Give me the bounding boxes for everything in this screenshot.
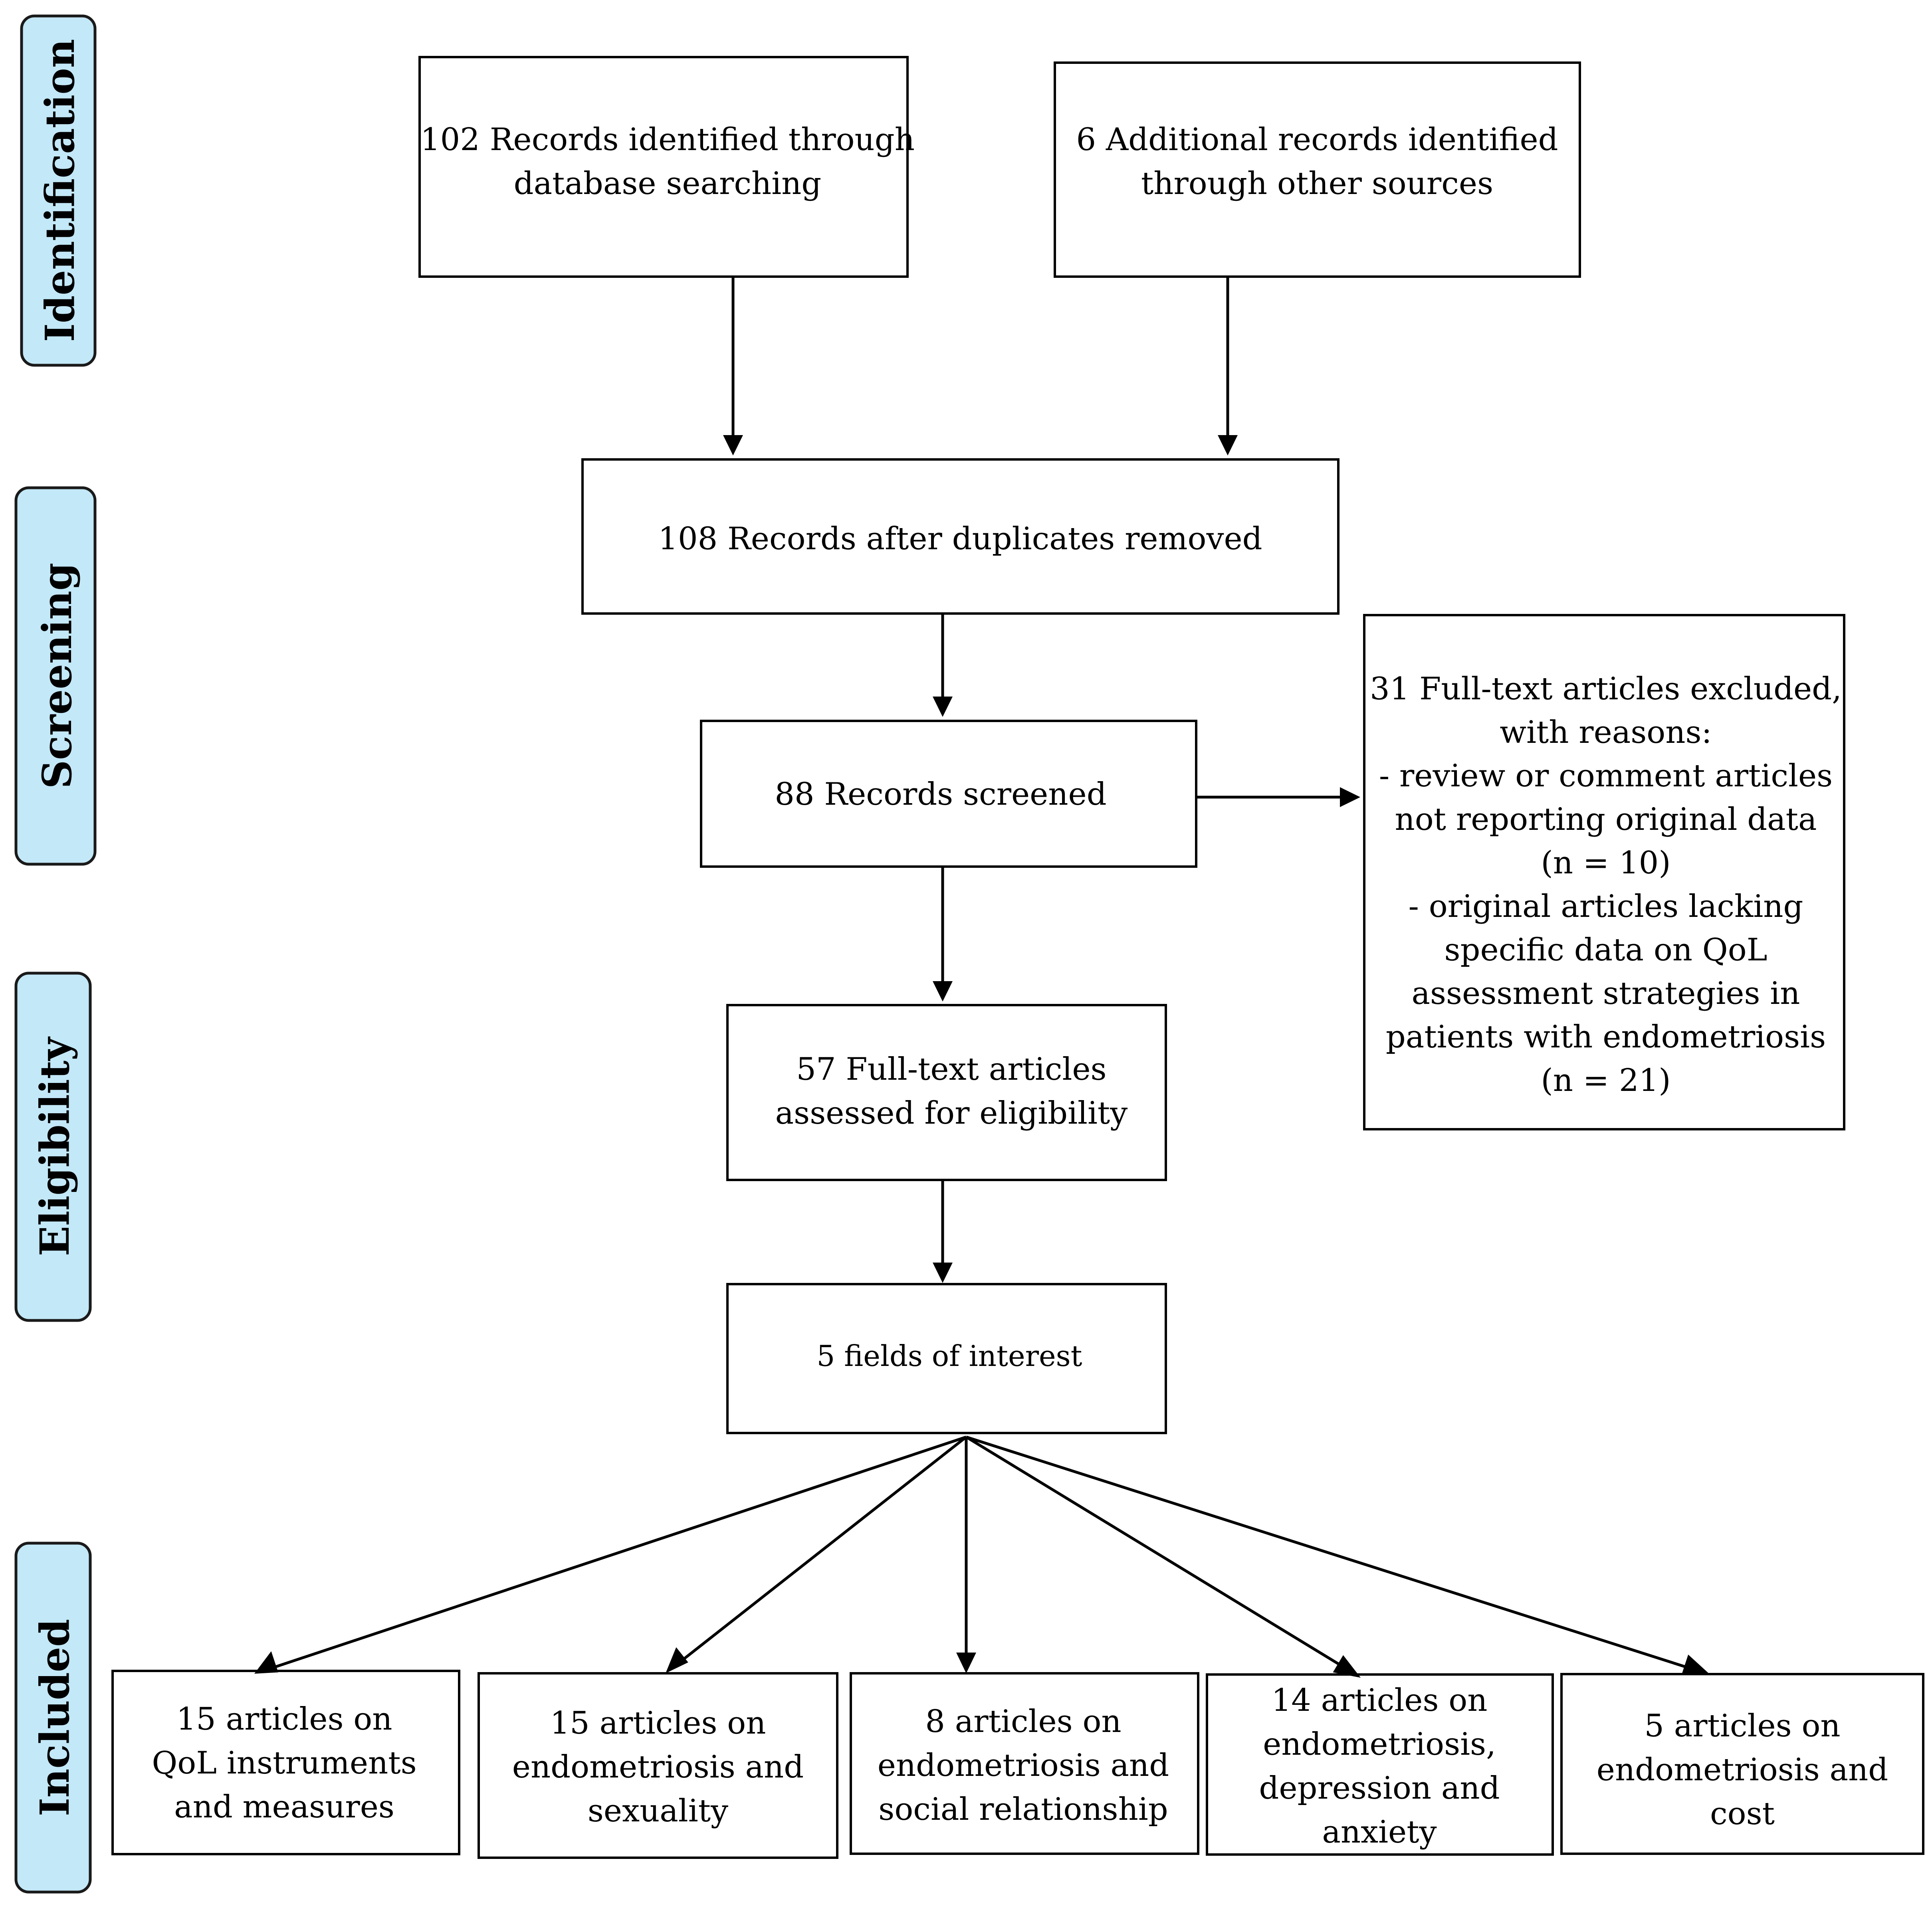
text-line: cost <box>1710 1796 1775 1832</box>
text-line: - original articles lacking <box>1409 889 1803 924</box>
text-line: 5 articles on <box>1644 1708 1840 1744</box>
arrow-database-to-dedup <box>723 277 743 455</box>
box-database-records-text: 102 Records identified through database s… <box>420 122 915 202</box>
box-excluded: 31 Full-text articles excluded, with reas… <box>1363 614 1845 1130</box>
box-qol-text: 15 articles on QoL instruments and measure… <box>152 1701 416 1825</box>
box-other-records-text: 6 Additional records identified through o… <box>1076 122 1558 202</box>
arrow-dedup-to-screened <box>933 614 953 717</box>
box-sexuality: 15 articles on endometriosis and sexuality <box>478 1672 838 1859</box>
text-line: endometriosis and <box>512 1749 804 1785</box>
text-line: depression and <box>1259 1770 1500 1806</box>
text-line: (n = 21) <box>1541 1063 1670 1099</box>
text-line: specific data on QoL <box>1444 932 1767 968</box>
box-excluded-text: 31 Full-text articles excluded, with reas… <box>1370 671 1842 1099</box>
text-line: through other sources <box>1141 166 1493 202</box>
text-line: and measures <box>174 1789 394 1825</box>
text-line: 5 fields of interest <box>816 1339 1082 1373</box>
box-fields-of-interest-text: 5 fields of interest <box>816 1339 1082 1373</box>
stage-screening-label: Screening <box>34 563 81 789</box>
box-qol: 15 articles on QoL instruments and measure… <box>111 1670 460 1855</box>
box-depression: 14 articles on endometriosis, depression a… <box>1206 1673 1554 1856</box>
box-depression-text: 14 articles on endometriosis, depression a… <box>1259 1682 1500 1850</box>
arrow-fields-to-depression <box>965 1436 1361 1678</box>
text-line: social relationship <box>878 1791 1168 1827</box>
box-after-duplicates-text: 108 Records after duplicates removed <box>658 521 1262 557</box>
box-records-screened: 88 Records screened <box>700 720 1197 868</box>
text-line: with reasons: <box>1500 715 1712 750</box>
box-database-records: 102 Records identified through database s… <box>418 56 915 278</box>
box-other-records: 6 Additional records identified through o… <box>1054 61 1581 278</box>
arrow-screened-to-excluded <box>1196 787 1360 807</box>
text-line: endometriosis and <box>878 1748 1169 1783</box>
text-line: 15 articles on <box>176 1701 392 1737</box>
text-line: database searching <box>514 166 822 202</box>
text-line: 88 Records screened <box>775 776 1106 812</box>
box-social: 8 articles on endometriosis and social rel… <box>850 1672 1199 1855</box>
text-line: endometriosis, <box>1263 1726 1496 1762</box>
text-line: (n = 10) <box>1541 845 1670 881</box>
text-line: 31 Full-text articles excluded, <box>1370 671 1842 707</box>
box-after-duplicates: 108 Records after duplicates removed <box>581 458 1340 615</box>
box-cost: 5 articles on endometriosis and cost <box>1560 1673 1924 1855</box>
stage-eligibility: Eligibility <box>14 972 92 1322</box>
box-social-text: 8 articles on endometriosis and social rel… <box>878 1704 1169 1827</box>
box-eligibility: 57 Full-text articles assessed for eligib… <box>726 1004 1167 1181</box>
text-line: assessed for eligibility <box>775 1095 1128 1131</box>
text-line: 57 Full-text articles <box>796 1051 1106 1087</box>
text-line: anxiety <box>1322 1814 1437 1850</box>
text-line: 8 articles on <box>925 1704 1121 1740</box>
text-line: QoL instruments <box>152 1745 416 1781</box>
arrow-eligibility-to-fields <box>933 1180 953 1283</box>
text-line: not reporting original data <box>1395 802 1817 837</box>
box-eligibility-text: 57 Full-text articles assessed for eligib… <box>775 1051 1128 1131</box>
text-line: 14 articles on <box>1272 1682 1488 1718</box>
stage-identification-label: Identification <box>36 39 83 342</box>
box-sexuality-text: 15 articles on endometriosis and sexuality <box>512 1705 804 1829</box>
arrow-fields-to-sexuality <box>666 1436 967 1673</box>
stage-included-label: Included <box>31 1619 78 1817</box>
arrow-other-to-dedup <box>1218 277 1238 455</box>
text-line: 108 Records after duplicates removed <box>658 521 1262 557</box>
text-line: 102 Records identified through <box>420 122 915 158</box>
text-line: 15 articles on <box>550 1705 766 1741</box>
box-cost-text: 5 articles on endometriosis and cost <box>1597 1708 1888 1832</box>
arrow-fields-to-cost <box>965 1435 1710 1674</box>
text-line: patients with endometriosis <box>1386 1019 1826 1055</box>
text-line: sexuality <box>588 1793 728 1829</box>
stage-identification: Identification <box>20 14 97 367</box>
box-records-screened-text: 88 Records screened <box>775 776 1106 812</box>
arrow-fields-to-qol <box>254 1435 967 1674</box>
stage-screening: Screening <box>14 486 97 866</box>
box-fields-of-interest: 5 fields of interest <box>726 1283 1167 1434</box>
text-line: assessment strategies in <box>1412 976 1800 1011</box>
arrow-fields-to-social <box>956 1437 976 1673</box>
text-line: 6 Additional records identified <box>1076 122 1558 158</box>
stage-included: Included <box>14 1542 92 1894</box>
text-line: - review or comment articles <box>1379 758 1833 794</box>
stage-eligibility-label: Eligibility <box>31 1036 78 1256</box>
arrow-screened-to-eligibility <box>933 867 953 1002</box>
text-line: endometriosis and <box>1597 1752 1888 1788</box>
